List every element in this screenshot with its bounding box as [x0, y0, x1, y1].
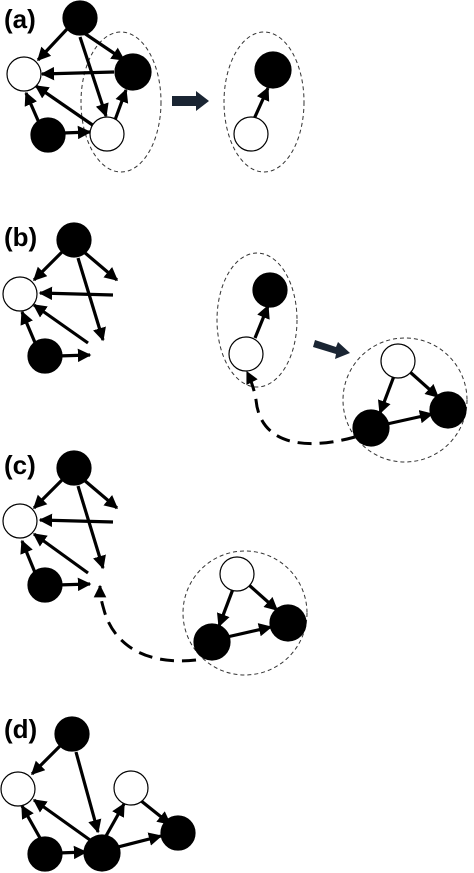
edge — [226, 623, 273, 639]
edge — [253, 304, 270, 339]
edge — [377, 375, 396, 415]
white-node — [219, 556, 255, 592]
white-node — [0, 771, 36, 807]
black-node — [27, 338, 63, 374]
black-node — [62, 0, 98, 36]
edge — [32, 476, 66, 510]
black-node — [83, 834, 121, 872]
panel-c — [2, 450, 308, 676]
black-node — [30, 117, 66, 153]
edge — [76, 257, 106, 342]
edge — [34, 84, 95, 128]
white-node — [113, 770, 149, 806]
module-ellipse — [216, 252, 298, 388]
edge — [252, 86, 270, 120]
panel-a — [6, 0, 305, 173]
panel-label-b: (b) — [4, 222, 37, 252]
edge — [216, 588, 235, 628]
black-node — [56, 450, 92, 486]
black-node — [27, 567, 63, 603]
edge — [62, 125, 92, 140]
edge — [83, 31, 126, 62]
black-node — [54, 716, 90, 752]
transform-arrow-icon — [172, 91, 209, 111]
black-node — [352, 409, 390, 447]
edge — [78, 36, 109, 118]
panel-label-c: (c) — [4, 450, 36, 480]
edge — [40, 66, 115, 81]
dashed-link — [93, 584, 197, 663]
edge — [20, 539, 38, 576]
black-node — [193, 623, 231, 661]
edge — [82, 478, 119, 510]
white-node — [2, 276, 38, 312]
edge — [247, 583, 279, 612]
edge — [24, 91, 42, 126]
edge — [20, 804, 42, 839]
black-node — [114, 53, 152, 91]
module-ellipse — [342, 337, 468, 463]
edge — [30, 742, 64, 776]
edge — [32, 303, 89, 345]
edge — [20, 310, 38, 346]
white-node — [89, 116, 125, 152]
edge — [104, 802, 126, 837]
black-node — [254, 51, 292, 89]
white-node — [233, 116, 269, 152]
black-node — [429, 391, 467, 429]
edge — [36, 26, 70, 62]
panel-b — [2, 222, 468, 463]
edge — [139, 798, 172, 826]
edge — [408, 370, 440, 399]
edge — [38, 513, 114, 528]
edge — [113, 832, 163, 850]
black-node — [269, 604, 307, 642]
black-node — [56, 222, 92, 258]
module-ellipse — [80, 31, 162, 173]
dashed-link — [245, 370, 356, 445]
edge — [32, 532, 89, 575]
white-node — [2, 503, 38, 539]
white-node — [380, 343, 416, 379]
transform-arrow-icon — [313, 340, 350, 359]
module-ellipse — [182, 550, 308, 676]
black-node — [27, 836, 63, 872]
module-ellipse — [223, 31, 305, 173]
edge — [32, 248, 66, 282]
black-node — [160, 815, 196, 851]
white-node — [228, 336, 264, 372]
edge — [57, 845, 88, 860]
edge — [113, 88, 129, 121]
edge — [76, 485, 106, 570]
edge — [38, 286, 114, 301]
panel-label-d: (d) — [4, 714, 37, 744]
edge — [74, 751, 102, 834]
black-node — [252, 272, 288, 308]
white-node — [6, 56, 42, 92]
edge — [32, 798, 91, 842]
edge — [82, 250, 119, 282]
edge — [386, 410, 434, 426]
panel-d — [0, 716, 196, 872]
panel-label-a: (a) — [4, 4, 36, 34]
